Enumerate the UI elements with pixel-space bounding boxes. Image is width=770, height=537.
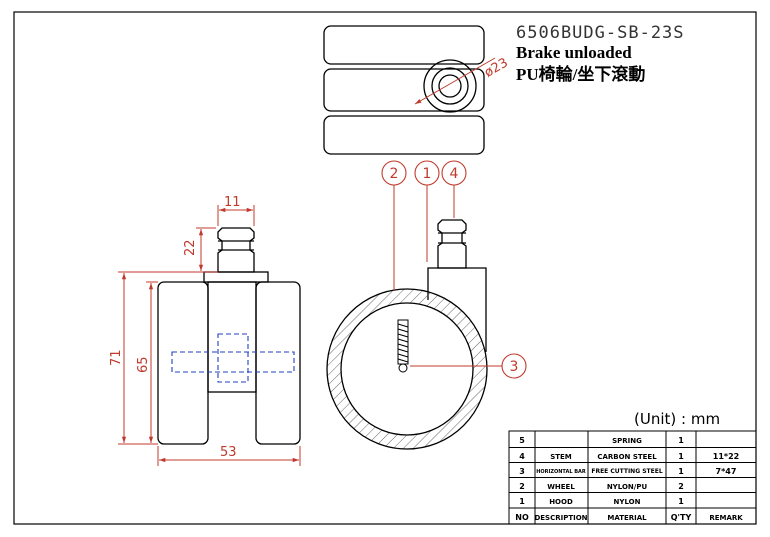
bom-cell: 1: [678, 452, 684, 461]
stem-height-label: 22: [183, 239, 198, 256]
bom-cell: NYLON: [614, 498, 641, 506]
drawing-frame: [13, 11, 757, 525]
wheel-height-label: 65: [136, 356, 151, 373]
spring-part: [397, 319, 409, 373]
balloon-3: 3: [501, 353, 527, 379]
bom-cell: NYLON/PU: [607, 483, 648, 491]
bom-cell: 7*47: [716, 467, 737, 476]
bom-header: REMARK: [709, 514, 743, 522]
bom-header: MATERIAL: [607, 514, 647, 522]
product-note: PU椅輪/坐下滾動: [516, 64, 645, 84]
bom-cell: 1: [519, 497, 525, 506]
overall-width-label: 53: [220, 445, 237, 460]
bom-header: DESCRIPTION: [534, 514, 587, 522]
top-view: [323, 25, 485, 155]
bom-cell: 4: [519, 452, 525, 461]
front-dimensions: [118, 205, 301, 466]
side-view: [326, 219, 488, 450]
bom-cell: STEM: [550, 453, 572, 461]
bom-cell: 1: [678, 497, 684, 506]
balloon-4-number: 4: [450, 166, 459, 182]
bom-cell: 2: [519, 482, 525, 491]
unit-label: (Unit) : mm: [634, 410, 720, 428]
stem-width-label: 11: [224, 195, 241, 210]
bom-cell: 3: [519, 467, 525, 476]
balloon-1: 1: [414, 160, 440, 186]
balloon-3-number: 3: [510, 359, 519, 375]
bom-cell: 1: [678, 467, 684, 476]
bom-cell: HORIZONTAL BAR: [536, 469, 586, 475]
bom-cell: 2: [678, 482, 684, 491]
bom-cell: WHEEL: [547, 483, 575, 491]
balloon-2: 2: [381, 160, 407, 186]
bom-cell: SPRING: [612, 437, 642, 445]
front-view: [157, 227, 301, 445]
part-number: 6506BUDG-SB-23S: [516, 23, 685, 43]
balloon-4: 4: [441, 160, 467, 186]
bom-cell: 11*22: [713, 452, 739, 461]
bom-header: NO: [515, 513, 529, 522]
top-diameter-label: ø23: [482, 55, 511, 80]
brake-note: Brake unloaded: [516, 43, 632, 62]
bom-table: 5 SPRING 1 4 STEM CARBON STEEL 1 11*22 3…: [508, 430, 757, 525]
balloon-2-number: 2: [390, 166, 399, 182]
bom-header: Q'TY: [671, 513, 692, 522]
bom-cell: CARBON STEEL: [597, 453, 657, 461]
total-height-label: 71: [109, 349, 124, 366]
front-hidden-lines: [171, 333, 295, 383]
bom-cell: HOOD: [549, 498, 573, 506]
bom-cell: FREE CUTTING STEEL: [591, 468, 662, 475]
balloon-1-number: 1: [423, 166, 432, 182]
bom-cell: 1: [678, 436, 684, 445]
front-dimension-labels: 11 22 71 65 53: [109, 195, 241, 460]
bom-cell: 5: [519, 436, 525, 445]
balloon-callouts: [393, 185, 502, 367]
